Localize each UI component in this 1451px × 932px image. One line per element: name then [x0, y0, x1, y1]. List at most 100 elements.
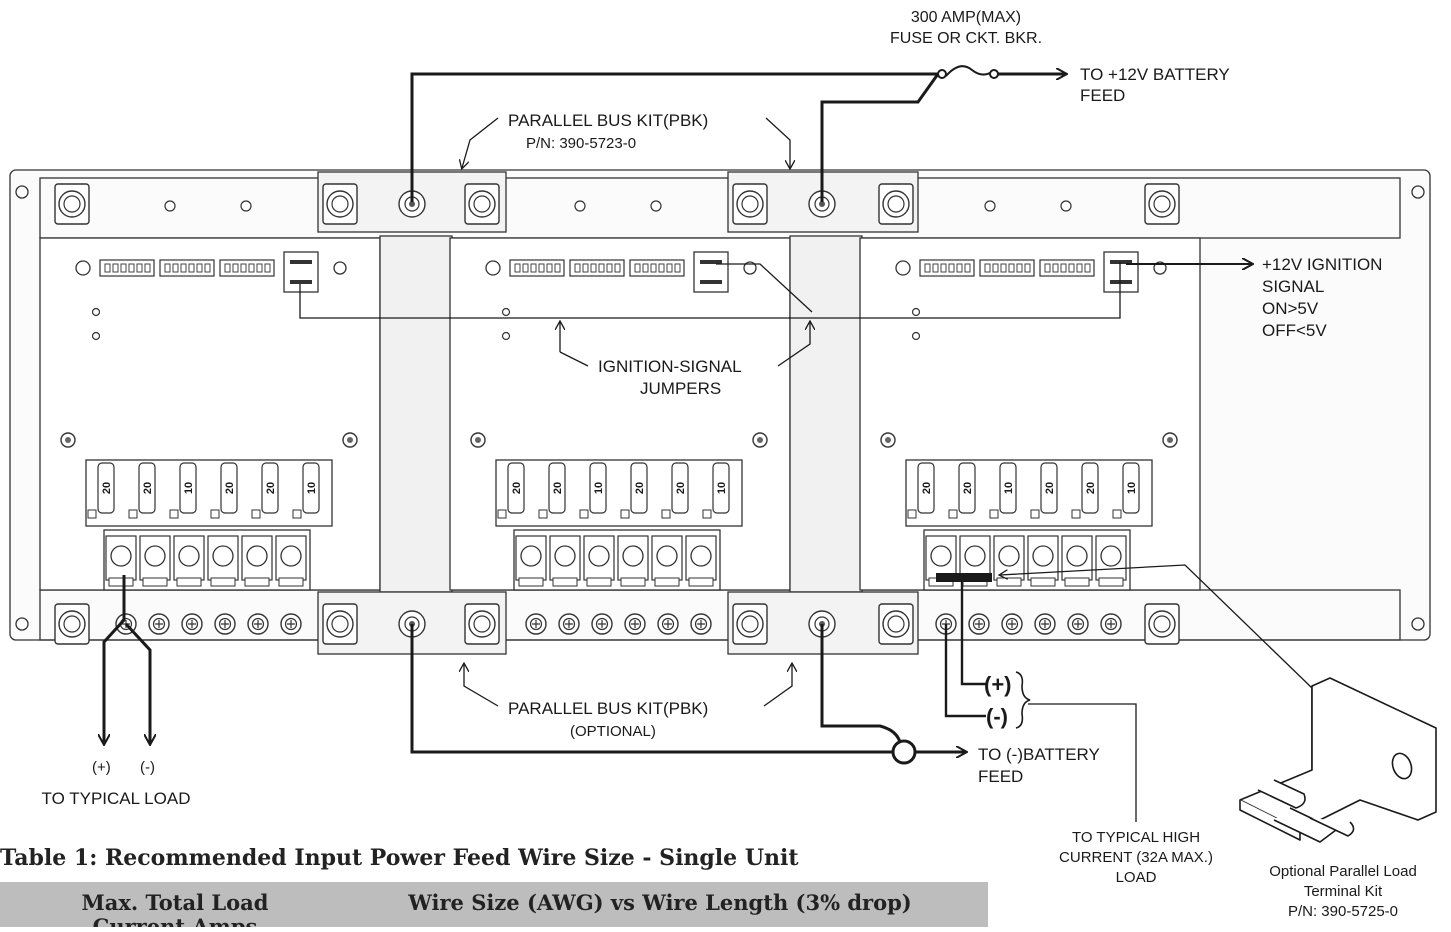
svg-text:Optional Parallel Load: Optional Parallel Load [1269, 863, 1417, 880]
svg-text:CURRENT (32A MAX.): CURRENT (32A MAX.) [1059, 849, 1213, 866]
svg-text:TO TYPICAL LOAD: TO TYPICAL LOAD [42, 789, 191, 808]
wiring [104, 65, 1066, 752]
rail-hole [164, 200, 176, 212]
pin [1044, 263, 1051, 273]
pin [538, 263, 545, 273]
pin [582, 263, 589, 273]
bus-bolt [322, 183, 358, 225]
fuse-left-terminal [937, 69, 947, 79]
svg-text:FEED: FEED [978, 767, 1023, 786]
terminal-clamp [586, 577, 612, 587]
small-hole [501, 331, 511, 341]
terminal-screw [280, 545, 302, 567]
terminal-clamp [108, 577, 134, 587]
table-header-row [0, 882, 988, 932]
pin [940, 263, 947, 273]
pbk-top-label: PARALLEL BUS KIT(PBK) P/N: 390-5723-0 [508, 111, 708, 152]
led-indicator [743, 261, 757, 275]
output-stud-cross [975, 620, 983, 628]
bolt-head [473, 195, 491, 213]
terminal-screw [656, 545, 678, 567]
output-stud-cross [1041, 620, 1049, 628]
fuse-rating: 20 [1085, 482, 1097, 494]
output-stud-inner [218, 617, 232, 631]
table-col1-header: Max. Total Load [82, 890, 269, 915]
output-stud-cross [664, 620, 672, 628]
bus-bolt [878, 183, 914, 225]
svg-text:+12V IGNITION: +12V IGNITION [1262, 255, 1382, 274]
terminal-screw [1032, 545, 1054, 567]
terminal-screw [588, 545, 610, 567]
svg-text:JUMPERS: JUMPERS [640, 379, 721, 398]
fuse [1081, 462, 1099, 514]
bus-bolt [732, 603, 768, 645]
pin [932, 263, 939, 273]
pin [1084, 263, 1091, 273]
optional-load-terminal-kit [1239, 677, 1437, 843]
svg-text:FUSE OR CKT. BKR.: FUSE OR CKT. BKR. [890, 30, 1042, 47]
output-stud-inner [562, 617, 576, 631]
pin [650, 263, 657, 273]
terminal-clamp [1098, 577, 1124, 587]
panel-separator [379, 235, 453, 593]
terminal-clamp [552, 577, 578, 587]
jumper-block [693, 251, 729, 293]
output-stud-cross [631, 620, 639, 628]
led-indicator [75, 260, 91, 276]
fuse-indicator [989, 509, 999, 519]
pin [196, 263, 203, 273]
output-stud-cross [697, 620, 705, 628]
fuse [507, 462, 525, 514]
output-stud-inner [1104, 617, 1118, 631]
output-stud-inner [595, 617, 609, 631]
fuse [220, 462, 238, 514]
ignition-signal-label: +12V IGNITION SIGNAL ON>5V OFF<5V [1262, 255, 1382, 340]
bus-bolt [464, 603, 500, 645]
high-current-label: (+) (-) TO TYPICAL HIGH CURRENT (32A MAX… [984, 672, 1213, 886]
fuse-rating: 20 [675, 482, 687, 494]
output-stud-cross [188, 620, 196, 628]
pin [614, 263, 621, 273]
pin [574, 263, 581, 273]
bolt-head [887, 615, 905, 633]
terminal-clamp [142, 577, 168, 587]
fuse-right-terminal [989, 69, 999, 79]
jumper-pin [700, 260, 722, 264]
fuse-rating: 20 [634, 482, 646, 494]
mount-screw-center [65, 437, 71, 443]
pin [634, 263, 641, 273]
pin [1016, 263, 1023, 273]
fuse-rating: 20 [101, 482, 113, 494]
pin [598, 263, 605, 273]
fuse-indicator [661, 509, 671, 519]
fuse-holder [495, 459, 743, 527]
pin [948, 263, 955, 273]
bottom-bus-terminals [54, 603, 1180, 645]
fuse [671, 462, 689, 514]
pin [224, 263, 231, 273]
terminal-clamp [996, 577, 1022, 587]
pin [590, 263, 597, 273]
bolt-head [1153, 195, 1171, 213]
pin [1008, 263, 1015, 273]
pin [666, 263, 673, 273]
rail-hole [1060, 200, 1072, 212]
output-stud-inner [1071, 617, 1085, 631]
bolt-head [473, 615, 491, 633]
fuse [179, 462, 197, 514]
table-title: Table 1: Recommended Input Power Feed Wi… [0, 845, 799, 871]
output-stud-inner [1005, 617, 1019, 631]
jumper-pin [290, 280, 312, 284]
output-stud-cross [598, 620, 606, 628]
jumper-pin [290, 260, 312, 264]
terminal-screw [246, 545, 268, 567]
fuse-indicator [538, 509, 548, 519]
pin [188, 263, 195, 273]
pin [992, 263, 999, 273]
terminal-screw [554, 545, 576, 567]
jumper-pin [1110, 260, 1132, 264]
jumper-pin [700, 280, 722, 284]
jumper-block [1103, 251, 1139, 293]
